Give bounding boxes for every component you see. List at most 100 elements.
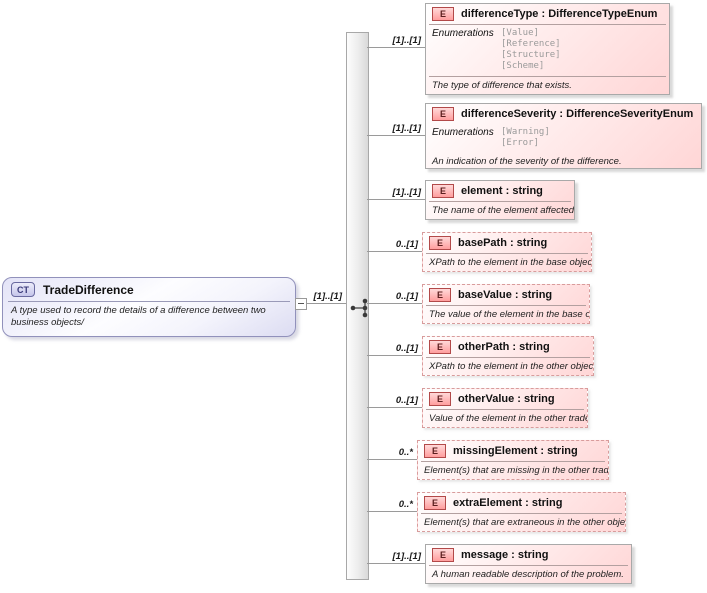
element-title: baseValue : string bbox=[458, 289, 553, 301]
cardinality-label: 0..[1] bbox=[395, 343, 418, 354]
element-basePath-box[interactable]: E basePath : string XPath to the element… bbox=[422, 232, 592, 272]
cardinality-label: 0..[1] bbox=[395, 395, 418, 406]
enum-value: [Warning] bbox=[501, 127, 550, 137]
element-title: otherPath : string bbox=[458, 341, 550, 353]
element-badge-icon: E bbox=[424, 496, 446, 510]
connector-line bbox=[306, 303, 346, 304]
element-description: XPath to the element in the other object… bbox=[429, 361, 594, 372]
connector-line bbox=[367, 251, 422, 252]
minus-icon bbox=[298, 303, 304, 304]
cardinality-label: 0..[1] bbox=[395, 239, 418, 250]
cardinality-label: [1]..[1] bbox=[392, 123, 422, 134]
divider bbox=[429, 201, 571, 202]
cardinality-label: [1]..[1] bbox=[392, 551, 422, 562]
collapse-toggle-icon[interactable] bbox=[295, 298, 307, 310]
element-message-box[interactable]: E message : string A human readable desc… bbox=[425, 544, 632, 584]
element-differenceSeverity-box[interactable]: E differenceSeverity : DifferenceSeverit… bbox=[425, 103, 702, 169]
element-title: basePath : string bbox=[458, 237, 548, 249]
element-badge-icon: E bbox=[424, 444, 446, 458]
element-badge-icon: E bbox=[429, 340, 451, 354]
connector-line bbox=[367, 511, 417, 512]
divider bbox=[421, 513, 622, 514]
connector-line bbox=[367, 199, 425, 200]
divider bbox=[426, 305, 586, 306]
enum-value: [Error] bbox=[501, 138, 539, 148]
sequence-icon bbox=[350, 298, 368, 318]
divider bbox=[426, 253, 588, 254]
element-title: element : string bbox=[461, 185, 543, 197]
element-description: Element(s) that are missing in the other… bbox=[424, 465, 609, 476]
element-badge-icon: E bbox=[429, 288, 451, 302]
element-header: E missingElement : string bbox=[418, 441, 608, 461]
divider bbox=[426, 409, 584, 410]
element-description: XPath to the element in the base object. bbox=[429, 257, 592, 268]
enumerations-section: Enumerations [Value] [Reference] [Struct… bbox=[426, 25, 669, 76]
element-header: E differenceSeverity : DifferenceSeverit… bbox=[426, 104, 701, 124]
complex-type-header: CT TradeDifference bbox=[3, 278, 295, 299]
divider bbox=[426, 357, 590, 358]
element-title: message : string bbox=[461, 549, 549, 561]
cardinality-label: 0..* bbox=[398, 499, 413, 510]
element-header: E element : string bbox=[426, 181, 574, 201]
enumeration-values: [Value] [Reference] [Structure] [Scheme] bbox=[501, 28, 561, 72]
element-title: missingElement : string bbox=[453, 445, 578, 457]
element-element-box[interactable]: E element : string The name of the eleme… bbox=[425, 180, 575, 220]
element-header: E baseValue : string bbox=[423, 285, 589, 305]
element-badge-icon: E bbox=[429, 392, 451, 406]
enumerations-section: Enumerations [Warning] [Error] bbox=[426, 124, 701, 153]
element-otherPath-box[interactable]: E otherPath : string XPath to the elemen… bbox=[422, 336, 594, 376]
cardinality-label: 0..* bbox=[398, 447, 413, 458]
enum-value: [Structure] bbox=[501, 50, 561, 60]
divider bbox=[429, 565, 628, 566]
cardinality-label: [1]..[1] bbox=[392, 187, 422, 198]
element-extraElement-box[interactable]: E extraElement : string Element(s) that … bbox=[417, 492, 626, 532]
enum-value: [Value] bbox=[501, 28, 539, 38]
element-badge-icon: E bbox=[432, 548, 454, 562]
element-title: differenceType : DifferenceTypeEnum bbox=[461, 8, 658, 20]
element-badge-icon: E bbox=[432, 107, 454, 121]
element-title: extraElement : string bbox=[453, 497, 563, 509]
connector-line bbox=[367, 563, 425, 564]
element-description: Element(s) that are extraneous in the ot… bbox=[424, 517, 626, 528]
cardinality-label: [1]..[1] bbox=[392, 35, 422, 46]
enum-value: [Scheme] bbox=[501, 61, 545, 71]
element-baseValue-box[interactable]: E baseValue : string The value of the el… bbox=[422, 284, 590, 324]
cardinality-label: 0..[1] bbox=[395, 291, 418, 302]
element-description: An indication of the severity of the dif… bbox=[432, 156, 622, 167]
divider bbox=[429, 76, 666, 77]
element-header: E message : string bbox=[426, 545, 631, 565]
element-badge-icon: E bbox=[429, 236, 451, 250]
element-description: Value of the element in the other trade. bbox=[429, 413, 588, 424]
divider bbox=[421, 461, 605, 462]
enumerations-label: Enumerations bbox=[432, 28, 494, 39]
element-missingElement-box[interactable]: E missingElement : string Element(s) tha… bbox=[417, 440, 609, 480]
complex-type-badge-icon: CT bbox=[11, 282, 35, 297]
enumerations-label: Enumerations bbox=[432, 127, 494, 138]
complex-type-title: TradeDifference bbox=[43, 282, 134, 297]
connector-line bbox=[367, 47, 425, 48]
connector-line bbox=[367, 407, 422, 408]
element-badge-icon: E bbox=[432, 184, 454, 198]
sequence-compositor-bar bbox=[346, 32, 369, 580]
connector-line bbox=[367, 303, 422, 304]
element-description: A human readable description of the prob… bbox=[432, 569, 624, 580]
complex-type-tradedifference-box[interactable]: CT TradeDifference A type used to record… bbox=[2, 277, 296, 337]
element-description: The value of the element in the base obj… bbox=[429, 309, 589, 320]
element-header: E extraElement : string bbox=[418, 493, 625, 513]
element-differenceType-box[interactable]: E differenceType : DifferenceTypeEnum En… bbox=[425, 3, 670, 95]
complex-type-description: A type used to record the details of a d… bbox=[11, 305, 266, 328]
element-header: E differenceType : DifferenceTypeEnum bbox=[426, 4, 669, 24]
connector-line bbox=[367, 135, 425, 136]
element-otherValue-box[interactable]: E otherValue : string Value of the eleme… bbox=[422, 388, 588, 428]
connector-line bbox=[367, 459, 417, 460]
element-header: E otherPath : string bbox=[423, 337, 593, 357]
element-header: E basePath : string bbox=[423, 233, 591, 253]
cardinality-label: [1]..[1] bbox=[313, 291, 343, 302]
enumeration-values: [Warning] [Error] bbox=[501, 127, 550, 149]
element-title: differenceSeverity : DifferenceSeverityE… bbox=[461, 108, 694, 120]
element-description: The name of the element affected. bbox=[432, 205, 575, 216]
element-header: E otherValue : string bbox=[423, 389, 587, 409]
element-badge-icon: E bbox=[432, 7, 454, 21]
divider bbox=[8, 301, 290, 302]
